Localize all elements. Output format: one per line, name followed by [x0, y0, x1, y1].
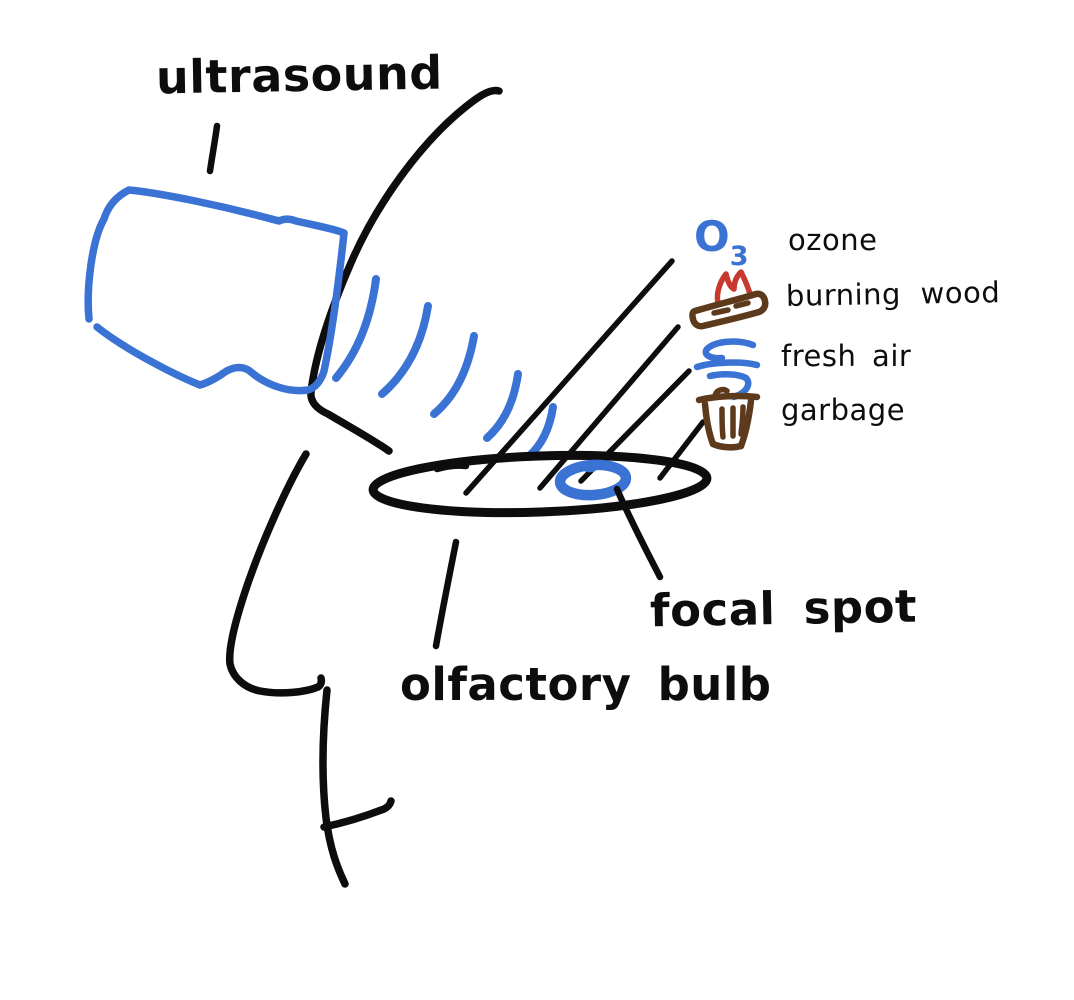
trash-rib-1 [719, 406, 726, 440]
olfactory-bulb-label: olfactory bulb [400, 658, 772, 711]
trash-body-left [701, 400, 717, 448]
ultrasound-label-leader [206, 122, 221, 175]
o3-symbol: O [694, 212, 730, 261]
o3-molecule-icon: O3 [694, 216, 749, 272]
focal-spot-label: focal spot [649, 579, 918, 638]
wind-stroke-top [702, 338, 757, 362]
ultrasound-label: ultrasound [155, 45, 444, 105]
log-grain-dash-1 [711, 307, 731, 316]
ultrasound-wave-arc-2 [378, 302, 432, 398]
trash-lid [695, 392, 761, 404]
ultrasound-transducer-outline [84, 186, 348, 395]
focal-spot-label-leader [613, 485, 664, 581]
ultrasound-wave-arc-1 [332, 275, 380, 382]
ultrasound-wave-arc-4 [483, 370, 522, 442]
focal-spot-ellipse [554, 459, 632, 501]
wind-stroke-middle [693, 359, 761, 371]
trash-handle [712, 386, 730, 399]
olfactory-bulb-outline [368, 450, 712, 518]
odor-label-ozone: ozone [788, 223, 878, 257]
wind-swirl-icon [693, 338, 761, 401]
mouth-path [320, 797, 395, 831]
olfactory-bulb-overlap-stroke [433, 462, 470, 473]
odor-label-garbage: garbage [781, 393, 906, 427]
odor-label-fresh-air: fresh air [781, 339, 912, 373]
olfactory-bulb-label-leader [432, 538, 460, 650]
wind-stroke-bottom [706, 371, 752, 401]
ultrasound-wave-arc-5 [524, 403, 557, 461]
ultrasound-wave-arc-3 [430, 332, 478, 418]
trash-body-right [737, 397, 755, 450]
odor-label-burning-wood: burning wood [785, 275, 1001, 313]
log-grain-dash-2 [733, 300, 751, 309]
focal-spot-notch [581, 465, 598, 473]
nose-outline-path [225, 450, 326, 697]
trash-rib-3 [738, 404, 746, 437]
trash-body-bottom [709, 440, 745, 451]
burning-log-icon [689, 269, 769, 330]
odor-line-garbage [657, 419, 706, 481]
lip-chin-path [319, 686, 349, 888]
odor-line-burning-wood [537, 324, 681, 491]
o3-subscript: 3 [729, 241, 749, 272]
trash-can-icon [695, 386, 761, 451]
